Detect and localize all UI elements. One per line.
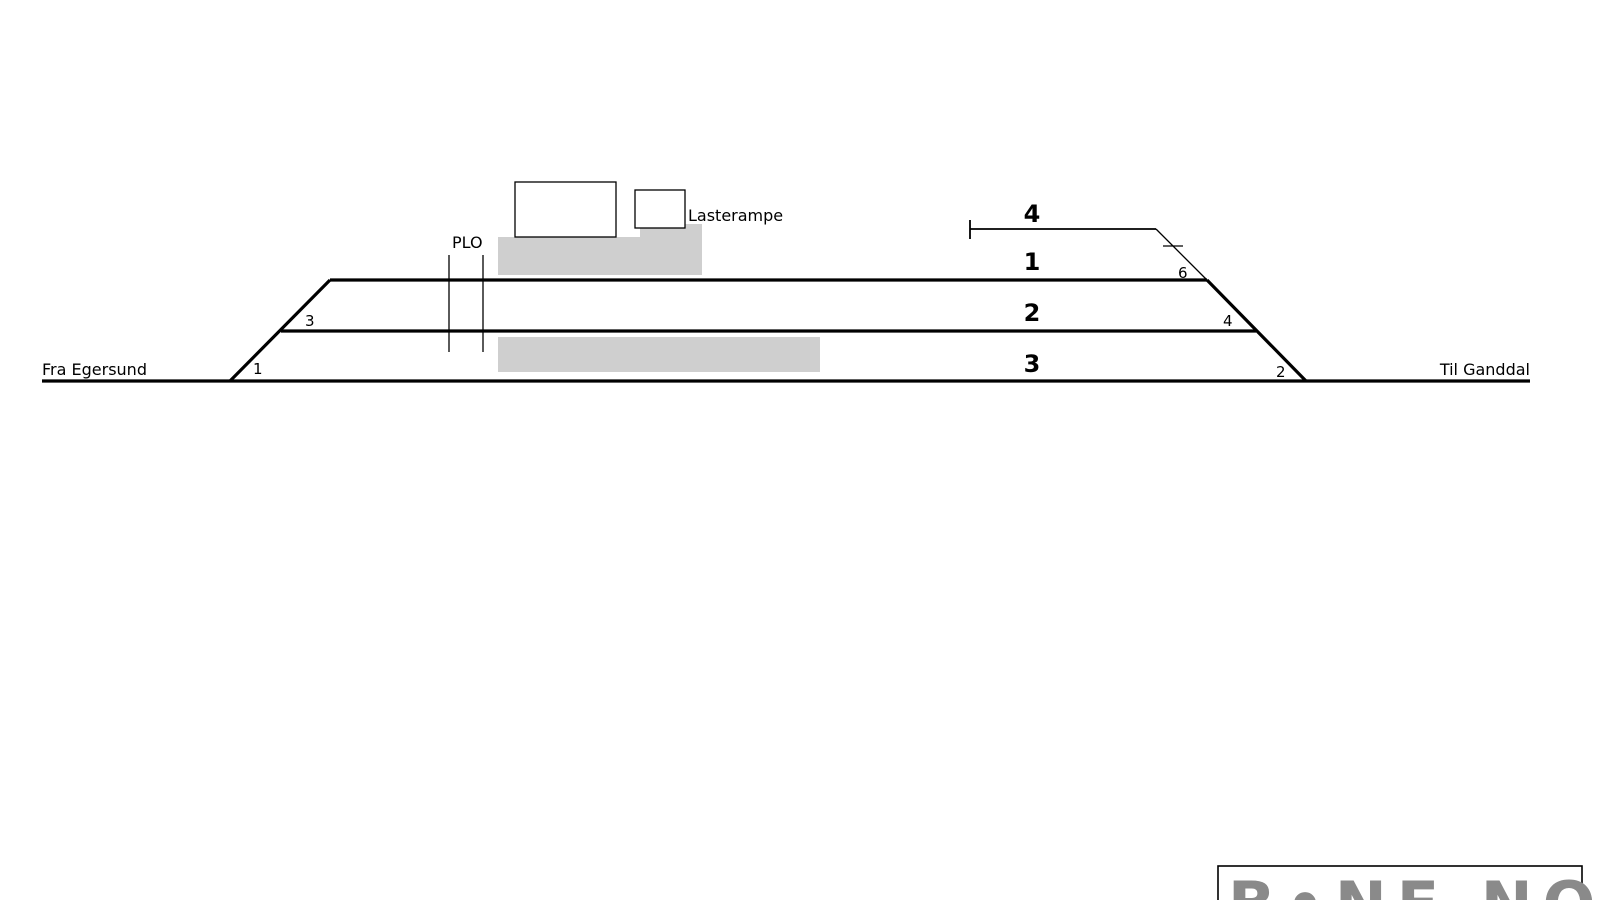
track-4-diagonal bbox=[1155, 228, 1208, 281]
track-number-3: 3 bbox=[1024, 350, 1041, 378]
loading-ramp-building bbox=[634, 189, 686, 229]
track-number-2: 2 bbox=[1024, 299, 1041, 327]
left-diagonal-connection bbox=[228, 278, 332, 383]
switch-number-3: 3 bbox=[305, 312, 315, 330]
plo-label: PLO bbox=[452, 233, 483, 252]
track-number-4: 4 bbox=[1024, 200, 1041, 228]
loading-ramp-label: Lasterampe bbox=[688, 206, 783, 225]
track-number-1: 1 bbox=[1024, 248, 1041, 276]
switch-number-2: 2 bbox=[1276, 363, 1286, 381]
from-station-label: Fra Egersund bbox=[42, 360, 147, 379]
platform-lower bbox=[498, 337, 820, 372]
bane-nor-logo-box bbox=[1217, 865, 1583, 900]
to-station-label: Til Ganddal bbox=[1439, 360, 1530, 379]
switch-number-1: 1 bbox=[253, 360, 263, 378]
switch-number-6: 6 bbox=[1178, 264, 1188, 282]
station-building bbox=[514, 181, 617, 238]
bane-nor-logo: B•NE NOR bbox=[1228, 868, 1600, 900]
right-diagonal-connection bbox=[1205, 278, 1308, 383]
switch-number-4: 4 bbox=[1223, 312, 1233, 330]
platform-upper bbox=[498, 237, 702, 275]
